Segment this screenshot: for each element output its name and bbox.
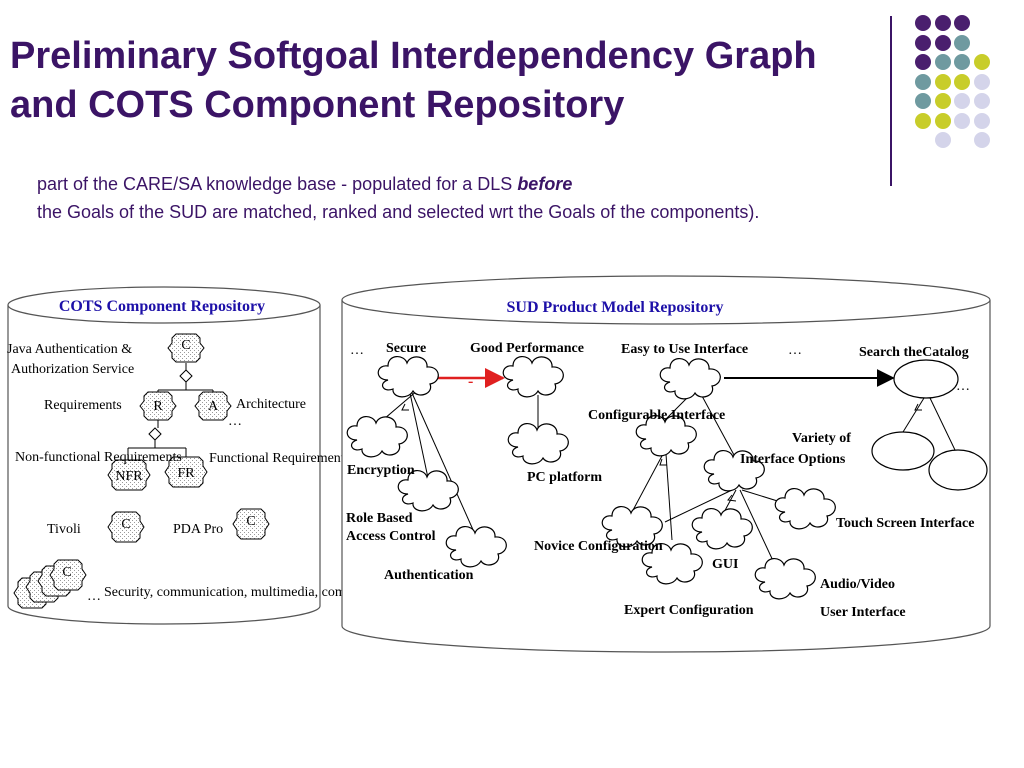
variety-label-line2: Interface Options: [740, 452, 846, 467]
subtitle-emphasis: before: [517, 174, 573, 194]
pda-label: PDA Pro: [173, 522, 223, 537]
architecture-label: Architecture: [236, 397, 306, 412]
minus-sign: -: [468, 373, 473, 390]
decorative-dot: [973, 132, 990, 148]
cots-connectors: [127, 363, 214, 460]
ellipsis-label: …: [350, 343, 364, 358]
subtitle-line-2: the Goals of the SUD are matched, ranked…: [37, 202, 760, 222]
decorative-dot: [934, 93, 951, 109]
java-auth-label-line2: Authorization Service: [11, 362, 134, 377]
cots-node-c-pda: C: [232, 508, 270, 540]
cots-node-fr: FR: [164, 456, 208, 488]
tivoli-label: Tivoli: [47, 522, 81, 537]
node-a-label: A: [208, 399, 219, 414]
goal-search-catalog: [893, 359, 959, 399]
variety-label-line1: Variety of: [792, 431, 851, 446]
goal-subgoal-right: [928, 449, 988, 491]
goal-subgoal-left: [871, 431, 935, 471]
good-performance-label: Good Performance: [470, 341, 584, 356]
search-catalog-label: Search theCatalog: [859, 345, 969, 360]
touch-screen-label: Touch Screen Interface: [836, 516, 974, 531]
decorative-dot: [934, 112, 951, 129]
node-c-label: C: [181, 338, 190, 353]
node-c-label: C: [62, 565, 71, 580]
decorative-dot: [954, 112, 970, 129]
decorative-vertical-line: [890, 16, 892, 186]
ellipsis-label: …: [788, 343, 802, 358]
easy-to-use-label: Easy to Use Interface: [621, 342, 748, 357]
slide-title: Preliminary Softgoal Interdependency Gra…: [10, 32, 1000, 130]
cots-repository-header: COTS Component Repository: [59, 298, 265, 315]
decorative-dot: [954, 73, 970, 90]
expert-configuration-label: Expert Configuration: [624, 603, 754, 618]
cots-node-nfr: NFR: [107, 459, 151, 491]
pc-platform-label: PC platform: [527, 470, 602, 485]
node-c-label: C: [246, 514, 255, 529]
sud-repository-cylinder: [341, 275, 991, 653]
decorative-dot: [954, 34, 970, 51]
decorative-dot: [973, 112, 990, 129]
node-r-label: R: [153, 399, 163, 414]
decorative-dot: [934, 132, 951, 148]
cots-node-c-stack: C: [13, 559, 87, 609]
decorative-dot: [915, 73, 931, 90]
java-auth-label-line1: Java Authentication &: [7, 342, 132, 357]
requirements-label: Requirements: [44, 398, 122, 413]
gui-label: GUI: [712, 557, 738, 572]
cots-node-c-tivoli: C: [107, 511, 145, 543]
decorative-dot: [934, 15, 951, 31]
node-nfr-label: NFR: [115, 469, 143, 484]
subtitle: part of the CARE/SA knowledge base - pop…: [37, 170, 997, 226]
decorative-dot: [934, 73, 951, 90]
nonfunctional-label: Non-functional Requirements: [15, 450, 182, 465]
decorative-dot: [915, 54, 931, 70]
secure-label: Secure: [386, 341, 426, 356]
decorative-dot: [915, 15, 931, 31]
node-fr-label: FR: [177, 466, 195, 481]
ellipsis-label: …: [228, 414, 242, 429]
encryption-label: Encryption: [347, 463, 415, 478]
audio-video-label-line1: Audio/Video: [820, 577, 895, 592]
decorative-dot: [915, 112, 931, 129]
decorative-dot: [934, 54, 951, 70]
cots-node-r: R: [139, 391, 177, 421]
ellipsis-label: …: [87, 589, 101, 604]
sud-repository-header: SUD Product Model Repository: [506, 299, 723, 316]
cots-node-a: A: [194, 391, 232, 421]
functional-label: Functional Requirements: [209, 451, 350, 466]
cots-repository-cylinder: [7, 286, 321, 625]
role-based-label-line2: Access Control: [346, 529, 436, 544]
node-c-label: C: [121, 517, 130, 532]
title-line-1: Preliminary Softgoal Interdependency Gra…: [10, 35, 817, 77]
decorative-dot: [915, 93, 931, 109]
decorative-dot: [915, 34, 931, 51]
subtitle-line-1: part of the CARE/SA knowledge base - pop…: [37, 174, 513, 194]
sud-edges: [376, 389, 956, 566]
audio-video-label-line2: User Interface: [820, 605, 906, 620]
title-line-2: and COTS Component Repository: [10, 84, 625, 126]
decorative-dot: [973, 73, 990, 90]
decorative-dot: [954, 93, 970, 109]
role-based-label-line1: Role Based: [346, 511, 413, 526]
cots-node-c-top: C: [167, 333, 205, 363]
decorative-dot: [954, 15, 970, 31]
configurable-interface-label: Configurable Interface: [588, 408, 725, 423]
decorative-dot: [973, 93, 990, 109]
decorative-dot: [954, 54, 970, 70]
decorative-dot: [973, 54, 990, 70]
decorative-dot: [934, 34, 951, 51]
authentication-label: Authentication: [384, 568, 474, 583]
novice-configuration-label: Novice Configuration: [534, 539, 663, 554]
ellipsis-label: …: [956, 379, 970, 394]
